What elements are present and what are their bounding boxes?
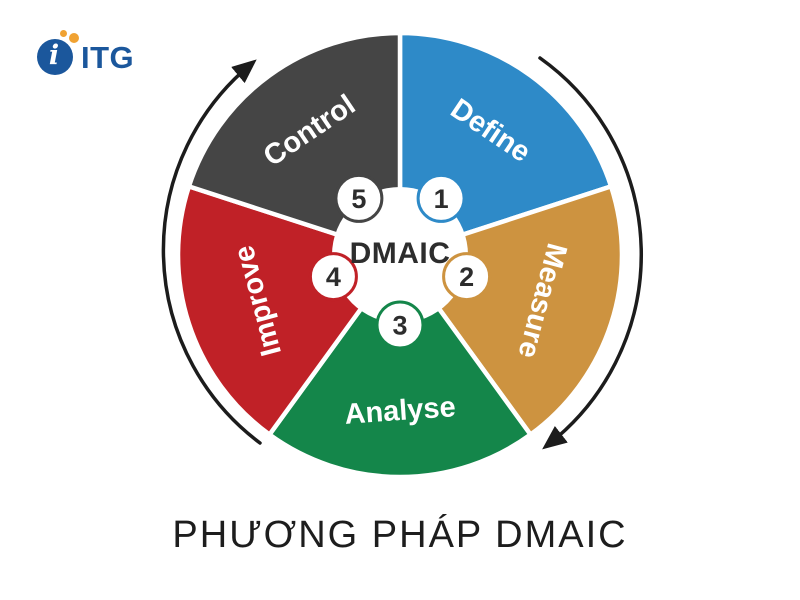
cycle-arrow-left <box>161 59 262 445</box>
segment-analyse-label: Analyse <box>343 391 456 431</box>
cycle-arrow-right <box>538 56 644 450</box>
logo-dot-small <box>60 30 67 37</box>
step-1-circle <box>416 173 466 223</box>
itg-logo-mark: i <box>37 39 73 75</box>
step-4-number: 4 <box>326 262 341 292</box>
step-3-circle <box>375 300 425 350</box>
step-1-number: 1 <box>434 184 449 214</box>
dmaic-cycle-diagram: Define Measure Analyse Improve Control 1… <box>161 33 644 480</box>
step-4-circle <box>308 252 358 302</box>
step-5-number: 5 <box>351 184 366 214</box>
logo-i-glyph: i <box>48 39 60 71</box>
segment-analyse-wedge <box>267 252 533 480</box>
step-5-circle <box>334 173 384 223</box>
logo-dot-large <box>69 33 79 43</box>
itg-logo-text: ITG <box>81 40 135 75</box>
step-3-number: 3 <box>392 311 407 341</box>
center-dmaic-label: DMAIC <box>350 237 451 270</box>
step-2-circle <box>442 252 492 302</box>
itg-logo: i ITG <box>36 28 156 78</box>
step-2-number: 2 <box>459 262 474 292</box>
page-title: PHƯƠNG PHÁP DMAIC <box>172 514 628 556</box>
